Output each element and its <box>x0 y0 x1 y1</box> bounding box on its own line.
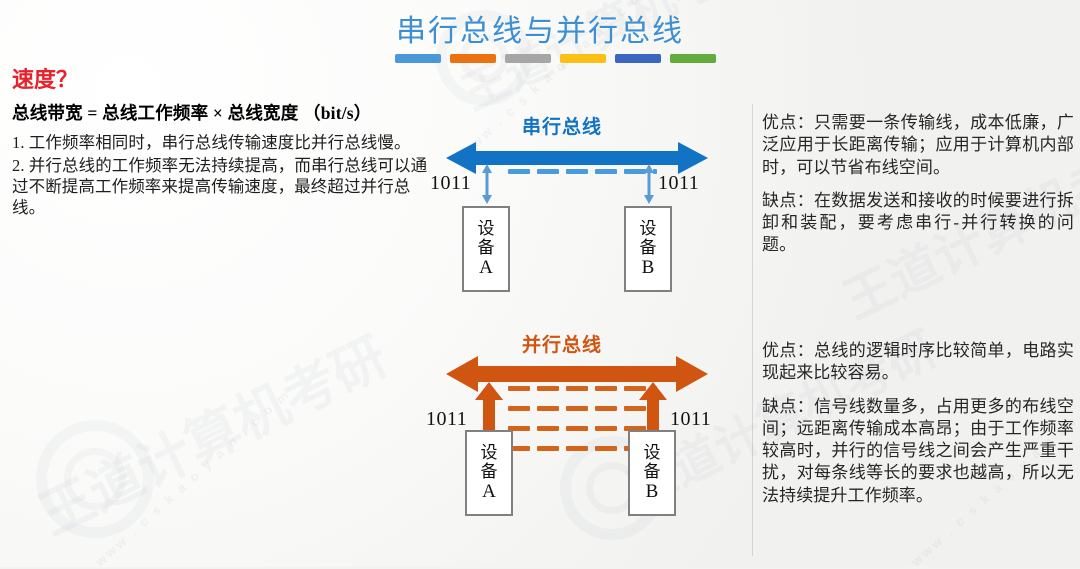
serial-bus-label: 串行总线 <box>522 117 603 138</box>
right-text-serial: 优点：只需要一条传输线，成本低廉，广泛应用于长距离传输；应用于计算机内部时，可以… <box>762 112 1074 268</box>
dash-segment <box>566 426 588 431</box>
bar-orange <box>450 54 496 63</box>
dash-segment <box>595 406 617 411</box>
serial-bus-double-arrow <box>446 142 708 174</box>
serial-right-bits: 1011 <box>658 172 700 194</box>
parallel-device-a: 设备 A <box>465 430 513 516</box>
column-divider <box>752 104 753 556</box>
left-text-column: 速度？ 总线带宽 = 总线工作频率 × 总线宽度 （bit/s） 1. 工作频率… <box>10 62 430 220</box>
left-note-2: 2. 并行总线的工作频率无法持续提高，而串行总线可以通过不断提高工作频率来提高传… <box>12 156 428 218</box>
dash-segment <box>595 426 617 431</box>
device-title-char: 备 <box>643 461 661 481</box>
device-title-char: 设 <box>639 219 657 239</box>
watermark-site-text: www . c s k a o y a n . c o m <box>92 385 294 569</box>
dash-segment <box>566 169 588 174</box>
dash-segment <box>508 386 530 391</box>
device-title-char: 设 <box>643 443 661 463</box>
parallel-device-b-title: 设备 <box>643 443 661 481</box>
dash-segment <box>595 446 617 451</box>
left-note-1: 1. 工作频率相同时，串行总线传输速度比并行总线慢。 <box>12 133 411 152</box>
dash-segment <box>595 169 617 174</box>
dash-segment <box>566 386 588 391</box>
parallel-cons-text: 缺点：信号线数量多，占用更多的布线空间；远距离传输成本高昂；由于工作频率较高时，… <box>762 396 1074 505</box>
bar-blue-dark <box>615 54 661 63</box>
parallel-bus-diagram: 并行总线 <box>426 330 730 540</box>
dash-segment <box>624 386 646 391</box>
dash-segment <box>508 406 530 411</box>
title-divider-bars <box>395 54 716 63</box>
dash-segment <box>537 446 559 451</box>
serial-device-a-id: A <box>479 256 493 278</box>
watermark-logo-circle <box>36 420 154 538</box>
bar-gray <box>505 54 551 63</box>
speed-heading: 速度？ <box>12 67 79 92</box>
parallel-device-a-id: A <box>482 480 496 502</box>
serial-device-a-title-char-1: 设备 <box>477 219 495 257</box>
dash-segment <box>508 426 530 431</box>
dash-segment <box>537 386 559 391</box>
parallel-data-line-2 <box>508 406 657 411</box>
dash-segment <box>537 406 559 411</box>
serial-right-vertical-arrow <box>644 164 654 204</box>
page-title: 串行总线与并行总线 <box>396 15 684 48</box>
parallel-bus-label: 并行总线 <box>522 335 603 356</box>
bar-green <box>670 54 716 63</box>
serial-device-b-id: B <box>641 256 655 278</box>
dash-segment <box>566 406 588 411</box>
dash-segment <box>508 446 530 451</box>
dash-segment <box>566 446 588 451</box>
parallel-left-bits: 1011 <box>426 408 468 430</box>
dash-segment <box>624 426 646 431</box>
serial-left-bits: 1011 <box>430 172 472 194</box>
dash-segment <box>653 169 657 174</box>
serial-pros-text: 优点：只需要一条传输线，成本低廉，广泛应用于长距离传输；应用于计算机内部时，可以… <box>762 113 1074 177</box>
parallel-device-a-title: 设备 <box>480 443 498 481</box>
parallel-right-vertical-arrow <box>639 382 667 456</box>
parallel-data-line-1 <box>508 386 657 391</box>
serial-device-b-title-char-1: 设备 <box>639 219 657 257</box>
device-title-char: 备 <box>639 237 657 257</box>
parallel-left-vertical-arrow <box>475 382 503 456</box>
device-title-char: 设 <box>477 219 495 239</box>
watermark-brand-text: 王道计算机考研 <box>30 326 397 547</box>
serial-data-line-1 <box>508 169 657 174</box>
serial-device-a: 设备 A <box>462 206 510 292</box>
bandwidth-formula: 总线带宽 = 总线工作频率 × 总线宽度 （bit/s） <box>12 103 372 123</box>
bar-yellow <box>560 54 606 63</box>
parallel-bus-double-arrow <box>446 356 708 392</box>
dash-segment <box>537 426 559 431</box>
parallel-pros-text: 优点：总线的逻辑时序比较简单，电路实现起来比较容易。 <box>762 341 1074 383</box>
serial-bus-diagram: 串行总线 1011 1011 设备 A 设备 B <box>430 112 730 292</box>
parallel-right-bits: 1011 <box>670 408 712 430</box>
device-title-char: 备 <box>477 237 495 257</box>
dash-segment <box>595 386 617 391</box>
serial-cons-text: 缺点：在数据发送和接收的时候要进行拆卸和装配，要考虑串行-并行转换的问题。 <box>762 190 1074 255</box>
right-text-parallel: 优点：总线的逻辑时序比较简单，电路实现起来比较容易。 缺点：信号线数量多，占用更… <box>762 340 1074 518</box>
dash-segment <box>537 169 559 174</box>
device-title-char: 设 <box>480 443 498 463</box>
dash-segment <box>508 169 530 174</box>
parallel-device-b-id: B <box>645 480 659 502</box>
dash-segment <box>624 169 646 174</box>
device-title-char: 备 <box>480 461 498 481</box>
serial-left-vertical-arrow <box>482 164 492 204</box>
serial-device-b: 设备 B <box>624 206 672 292</box>
bar-blue-light <box>395 54 441 63</box>
parallel-device-b: 设备 B <box>628 430 676 516</box>
dash-segment <box>624 406 646 411</box>
